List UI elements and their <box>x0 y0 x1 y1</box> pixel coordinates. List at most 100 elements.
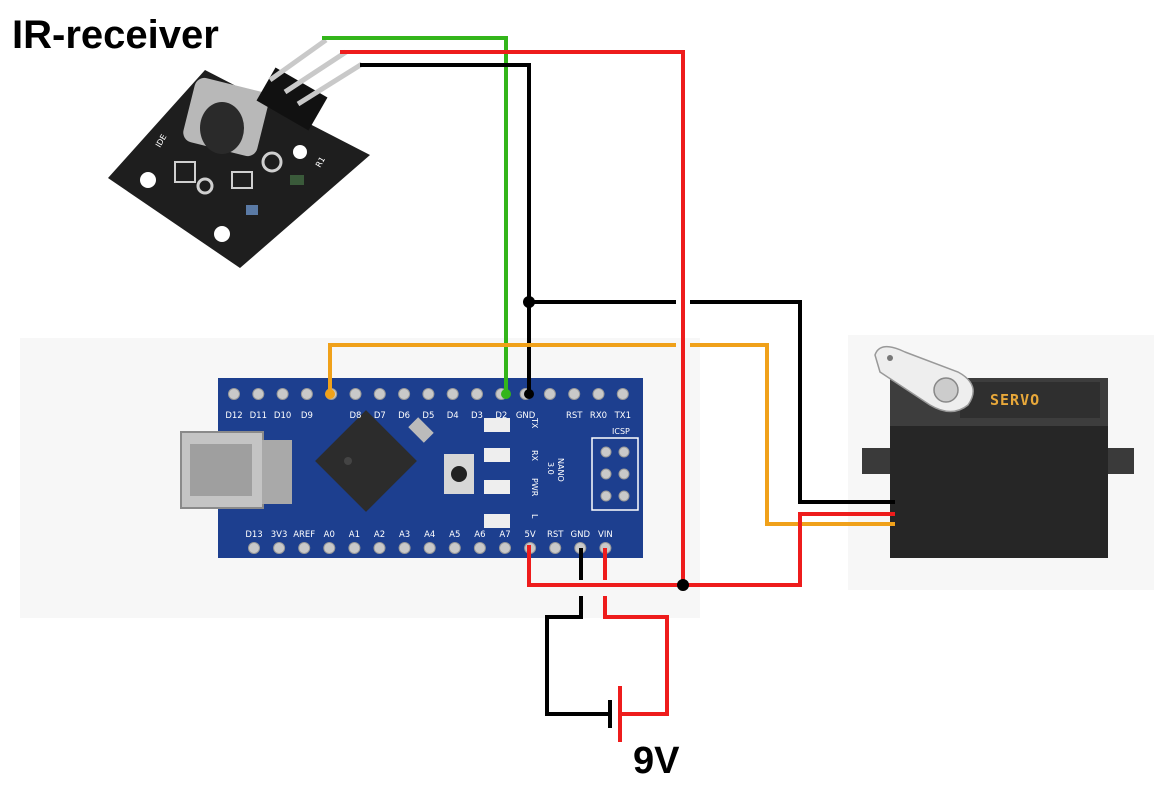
nano-bottom-pin <box>423 542 436 554</box>
nano-top-pin-label: D2 <box>495 411 507 421</box>
mcu-chip <box>315 410 417 512</box>
nano-top-pin-label: D11 <box>250 411 267 421</box>
nano-top-pin <box>592 388 605 400</box>
junction-gnd <box>523 296 535 308</box>
nano-top-pin-label: RX0 <box>590 411 607 421</box>
nano-bottom-pin-label: A6 <box>474 530 485 540</box>
nano-top-pin-label: D10 <box>274 411 291 421</box>
nano-top-pin <box>276 388 289 400</box>
nano-top-pin-label: TX1 <box>614 411 631 421</box>
wires <box>322 36 895 716</box>
icsp-label: ICSP <box>612 427 630 436</box>
icsp-pin <box>600 490 612 502</box>
nano-bottom-pin-label: A2 <box>374 530 385 540</box>
nano-top-pin <box>300 388 313 400</box>
led-label-rx: RX <box>530 450 539 462</box>
nano-bottom-pin-label: 3V3 <box>271 530 288 540</box>
wire-ir-vcc <box>340 50 685 585</box>
board-version: 3.0 <box>546 462 555 475</box>
wire-battery-vin <box>603 596 669 716</box>
nano-top-pin <box>349 388 362 400</box>
wire-ir-signal <box>322 36 508 394</box>
nano-top-pin <box>543 388 556 400</box>
battery-label: 9V <box>633 740 680 782</box>
nano-bottom-pin <box>373 542 386 554</box>
icsp-header <box>591 437 639 511</box>
wire-5v-rail <box>527 512 895 587</box>
rx-led <box>484 448 510 462</box>
nano-bottom-pin-label: A1 <box>349 530 360 540</box>
nano-bottom-pin <box>298 542 311 554</box>
servo-label-plate <box>960 382 1100 418</box>
nano-top-pin-label: GND <box>516 411 536 421</box>
nano-bottom-pin <box>248 542 260 554</box>
board-name: NANO <box>556 458 565 482</box>
pin-gnd-dot <box>524 389 534 399</box>
mcu-dot <box>344 457 352 465</box>
pin-d2-dot <box>501 389 511 399</box>
nano-bottom-pin <box>448 542 461 554</box>
pin-header <box>256 67 328 131</box>
nano-top-pin-label: D4 <box>447 411 459 421</box>
wire-servo-signal <box>690 343 895 526</box>
nano-top-pin <box>422 388 435 400</box>
nano-bottom-pin <box>348 542 361 554</box>
nano-bottom-pin-label: A4 <box>424 530 435 540</box>
ir-sensor-dome <box>200 102 244 154</box>
led-label-l: L <box>530 514 539 519</box>
icsp-pin <box>600 468 612 480</box>
wire-servo-gnd <box>690 300 895 504</box>
l-led <box>484 514 510 528</box>
junction-5v <box>677 579 689 591</box>
wire-battery-gnd <box>545 596 608 716</box>
icsp-pin <box>618 446 630 458</box>
nano-bottom-pin-label: AREF <box>293 530 315 540</box>
nano-bottom-pin <box>273 542 286 554</box>
nano-bottom-pin-label: RST <box>547 530 564 540</box>
icsp-pin <box>618 468 630 480</box>
nano-top-pin-label: D7 <box>374 411 386 421</box>
nano-bottom-pin <box>398 542 411 554</box>
nano-top-pin-label: D5 <box>422 411 434 421</box>
nano-top-pin <box>398 388 411 400</box>
nano-top-pin <box>616 388 629 400</box>
mount-hole <box>140 172 156 188</box>
nano-top-pin <box>252 388 265 400</box>
servo-motor: SERVO <box>862 346 1134 558</box>
tx-led <box>484 418 510 432</box>
nano-bottom-pin-label: GND <box>571 530 591 540</box>
mount-hole <box>214 226 230 242</box>
nano-top-pin <box>568 388 581 400</box>
icsp-pin <box>600 446 612 458</box>
pwr-led <box>484 480 510 494</box>
nano-bottom-pin-label: A5 <box>449 530 460 540</box>
pin-d9-dot <box>325 389 335 399</box>
nano-top-pin-label: RST <box>566 411 583 421</box>
ir-receiver-title: IR-receiver <box>12 13 219 57</box>
nano-bottom-pin-label: 5V <box>524 530 535 540</box>
battery-symbol <box>608 686 622 742</box>
nano-bottom-pin <box>549 542 562 554</box>
nano-bottom-pin-label: A0 <box>324 530 335 540</box>
nano-bottom-pin <box>499 542 511 554</box>
nano-top-pin-label: D6 <box>398 411 410 421</box>
wire-ir-gnd <box>360 63 531 394</box>
nano-top-pin <box>446 388 459 400</box>
nano-top-pin-label: D3 <box>471 411 483 421</box>
nano-top-pin-label: D8 <box>350 411 362 421</box>
nano-top-pin <box>228 388 240 400</box>
nano-bottom-pin <box>323 542 336 554</box>
wire-servo-signal <box>328 343 676 394</box>
nano-top-pin <box>373 388 386 400</box>
nano-top-pin <box>471 388 483 400</box>
nano-top-pin-label: D12 <box>225 411 242 421</box>
nano-bottom-pin-label: A3 <box>399 530 410 540</box>
mount-hole <box>293 145 307 159</box>
servo-label: SERVO <box>990 391 1040 409</box>
icsp-pin <box>618 490 630 502</box>
nano-top-pin-label: D9 <box>301 411 313 421</box>
nano-bottom-pin-label: A7 <box>499 530 510 540</box>
ir-receiver-module: IDE R1 <box>108 37 370 268</box>
nano-bottom-pin-label: VIN <box>598 530 613 540</box>
